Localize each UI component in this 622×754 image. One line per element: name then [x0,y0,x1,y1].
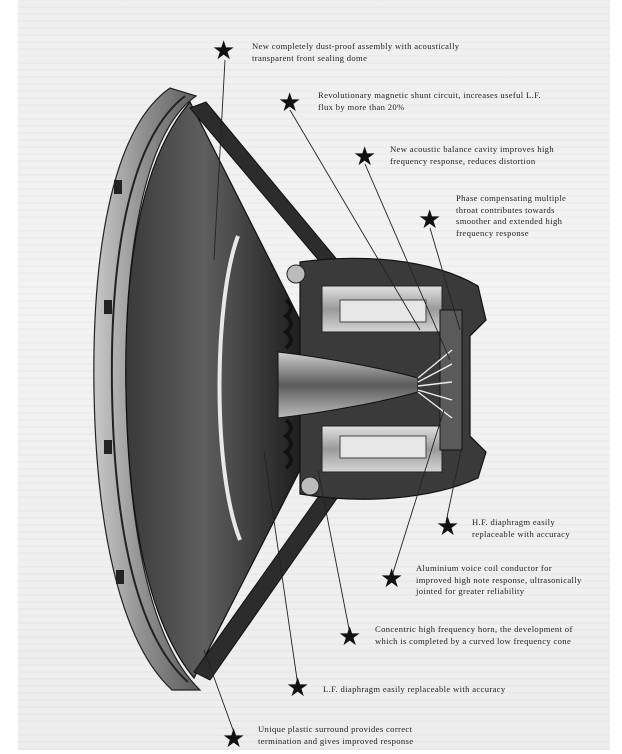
callout-hf-diaphragm: H.F. diaphragm easily replaceable with a… [472,517,570,539]
star-icon: ★ [380,564,404,594]
callout-dust-proof-assembly: New completely dust-proof assembly with … [252,41,460,63]
star-icon: ★ [436,512,460,542]
phase-throat [417,349,453,419]
speaker-frame [93,87,202,691]
star-icon: ★ [418,205,442,235]
callout-acoustic-balance-cavity: New acoustic balance cavity improves hig… [390,144,554,166]
callout-concentric-horn: Concentric high frequency horn, the deve… [375,624,573,646]
callout-aluminium-voice-coil: Aluminium voice coil conductor for impro… [416,563,582,596]
lf-cone [125,100,301,680]
star-icon: ★ [222,724,246,754]
star-icon: ★ [278,88,302,118]
callout-lf-diaphragm: L.F. diaphragm easily replaceable with a… [323,684,506,694]
callout-magnetic-shunt: Revolutionary magnetic shunt circuit, in… [318,90,542,112]
cone-highlight [217,235,242,541]
callout-phase-compensating-throat: Phase compensating multiple throat contr… [456,193,567,238]
star-icon: ★ [353,142,377,172]
callout-plastic-surround: Unique plastic surround provides correct… [258,724,414,746]
star-icon: ★ [212,36,236,66]
star-icon: ★ [338,622,362,652]
star-icon: ★ [286,673,310,703]
leader-lines [203,59,463,739]
